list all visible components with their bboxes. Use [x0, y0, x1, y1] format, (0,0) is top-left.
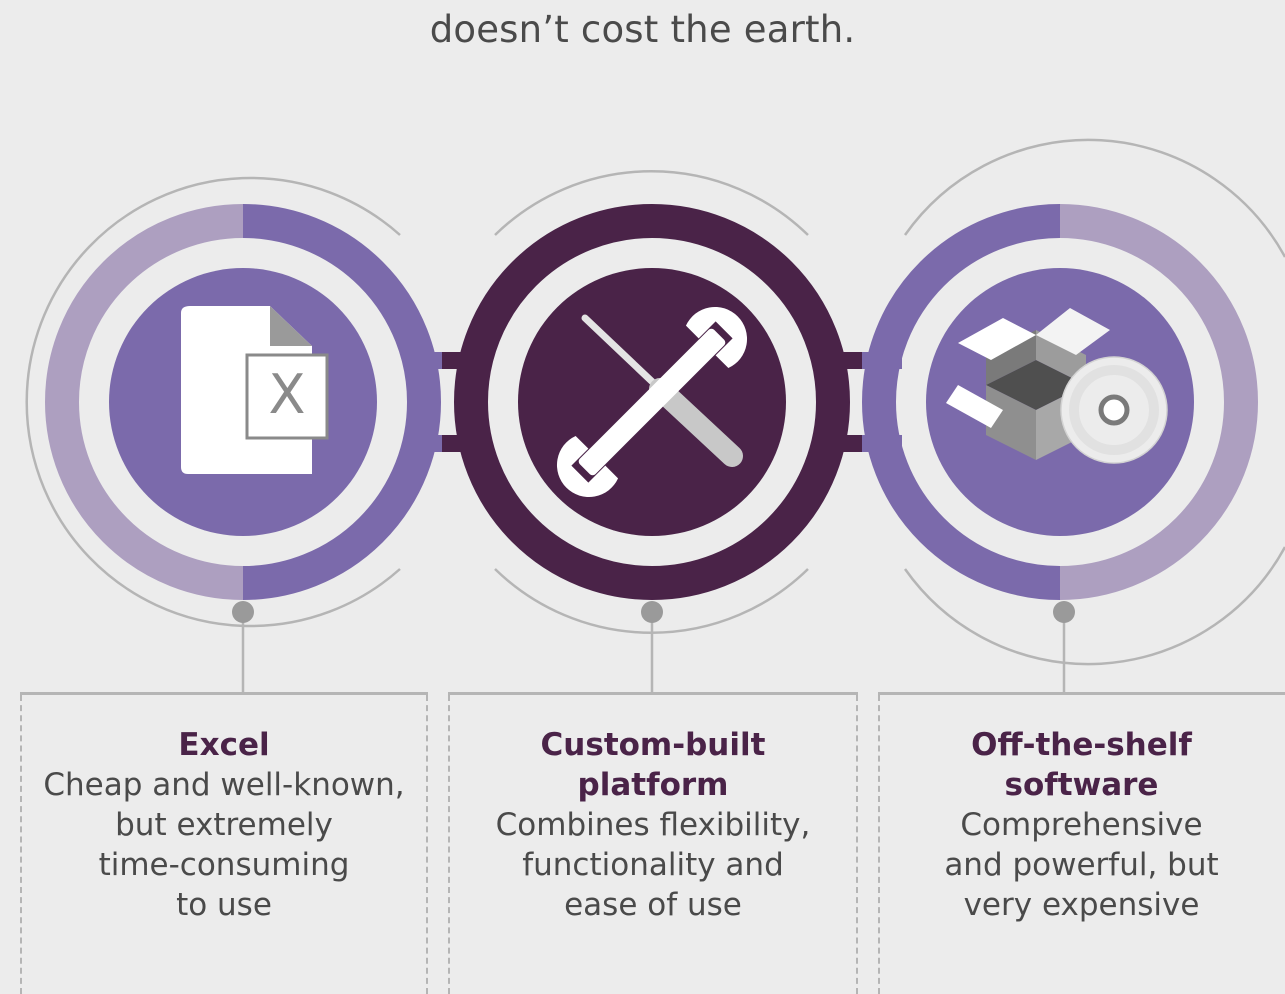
custom-description-line: ease of use — [564, 887, 742, 923]
middle-ring — [454, 204, 850, 600]
custom-title-line: Custom-built — [540, 727, 766, 763]
excel-description-line: Cheap and well-known, — [43, 767, 405, 803]
excel-description-line: to use — [176, 887, 272, 923]
software-description-line: Comprehensive — [960, 807, 1203, 843]
excel-file-icon: X — [181, 306, 329, 474]
software-box-disc-icon — [946, 308, 1168, 464]
software-description-line: very expensive — [963, 887, 1200, 923]
custom-description-line: functionality and — [522, 847, 784, 883]
excel-description-line: but extremely — [115, 807, 333, 843]
custom-title-line: platform — [577, 767, 729, 803]
ring-connectors — [405, 352, 902, 452]
software-title-line: Off-the-shelf — [971, 727, 1192, 763]
headline: doesn’t cost the earth. — [429, 8, 856, 51]
custom-description-line: Combines flexibility, — [495, 807, 811, 843]
software-description-line: and powerful, but — [944, 847, 1219, 883]
excel-title: Excel — [178, 727, 270, 763]
pins — [232, 601, 1075, 692]
excel-card: Excel Cheap and well-known, but extremel… — [20, 692, 428, 994]
svg-text:X: X — [269, 363, 306, 426]
excel-description-line: time-consuming — [98, 847, 350, 883]
software-card: Off-the-shelf software Comprehensive and… — [878, 692, 1285, 994]
software-title-line: software — [1004, 767, 1159, 803]
custom-card: Custom-built platform Combines flexibili… — [448, 692, 858, 994]
